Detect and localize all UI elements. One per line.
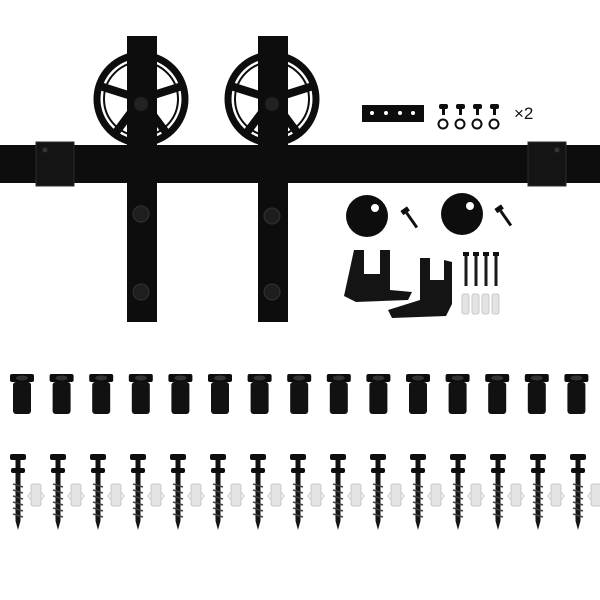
wall-anchor [147, 483, 165, 507]
quantity-label: ×2 [514, 104, 534, 123]
wall-anchor [467, 483, 485, 507]
bushing [326, 374, 351, 414]
wall-bolt [249, 453, 267, 531]
small-hardware-set [437, 104, 500, 130]
wall-bolt [529, 453, 547, 531]
wall-anchor [267, 483, 285, 507]
bushing [128, 374, 153, 414]
wall-bolts-row [9, 453, 600, 531]
wall-bolt [449, 453, 467, 531]
wall-anchor [547, 483, 565, 507]
wall-bolt [169, 453, 187, 531]
bushing [49, 374, 74, 414]
wall-bolt [129, 453, 147, 531]
bushing [445, 374, 470, 414]
wall-bolt [489, 453, 507, 531]
wall-bolt [409, 453, 427, 531]
wall-anchor [347, 483, 365, 507]
hanger-left [97, 36, 185, 322]
hanger-right [228, 36, 316, 322]
bushing [247, 374, 272, 414]
wall-bolt [369, 453, 387, 531]
wall-bolt [209, 453, 227, 531]
spacer-bar [362, 105, 424, 122]
bushing [524, 374, 549, 414]
wall-anchor [587, 483, 600, 507]
bushing [485, 374, 510, 414]
bushing [208, 374, 232, 414]
wall-anchor [427, 483, 445, 507]
floor-guides [344, 250, 452, 318]
wall-anchor [67, 483, 85, 507]
wall-anchor [187, 483, 205, 507]
bushings-row [10, 374, 589, 414]
track-rail [0, 141, 600, 187]
wall-bolt [569, 453, 587, 531]
stopper-right [441, 193, 513, 235]
wall-anchor [307, 483, 325, 507]
bushing [89, 374, 114, 414]
bushing [366, 374, 391, 414]
bushing [168, 374, 193, 414]
lag-screws [463, 252, 499, 286]
wall-bolt [49, 453, 67, 531]
wall-bolt [9, 453, 27, 531]
stopper-left [346, 195, 419, 237]
wall-anchor [387, 483, 405, 507]
wall-anchor [27, 483, 45, 507]
wall-anchor [107, 483, 125, 507]
wall-bolt [329, 453, 347, 531]
wall-anchor [507, 483, 525, 507]
wall-anchor [227, 483, 245, 507]
wall-bolt [89, 453, 107, 531]
bushing [287, 374, 312, 414]
bushing [564, 374, 589, 414]
bushing [10, 374, 34, 414]
bushing [406, 374, 430, 414]
small-plastic-anchors [461, 293, 500, 315]
wall-bolt [289, 453, 307, 531]
